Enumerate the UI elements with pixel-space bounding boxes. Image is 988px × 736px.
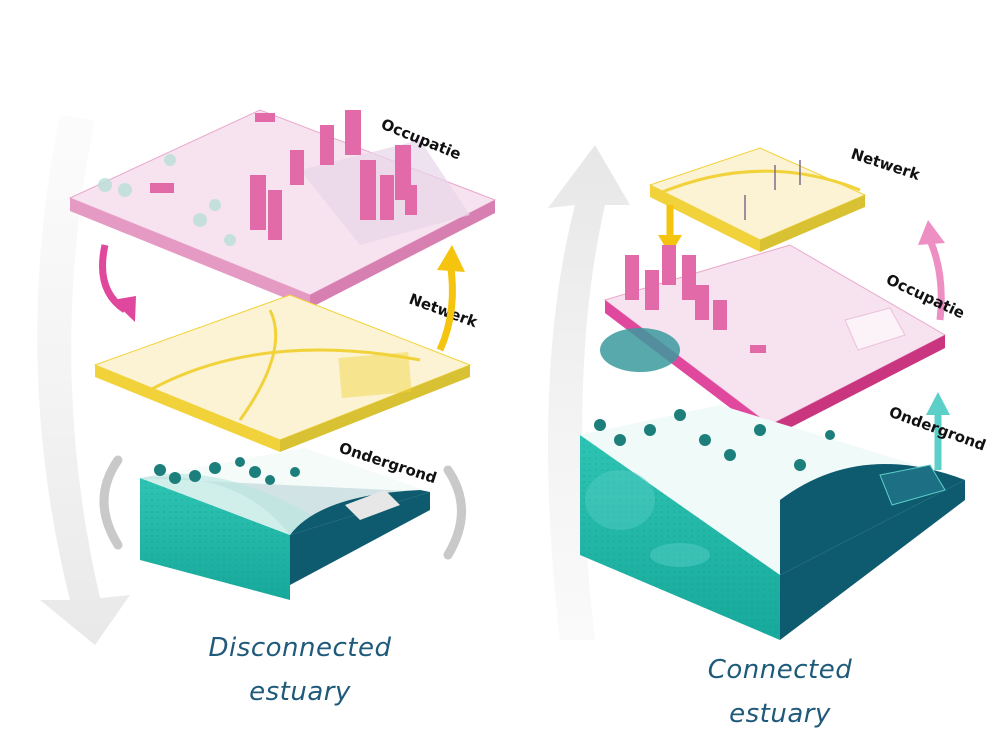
bracket-left [99, 455, 123, 550]
occupatie-layer-right [600, 244, 947, 438]
cycle-arrow-left [37, 115, 130, 645]
bracket-right [443, 465, 466, 560]
arrow-occupatie-to-netwerk-right [926, 238, 945, 321]
cycle-arrow-right [548, 145, 630, 640]
water-body-right [600, 328, 680, 372]
caption-left-line2: estuary [249, 677, 351, 707]
label-netwerk-right: Netwerk [849, 145, 923, 184]
occupatie-layer-left [68, 109, 497, 308]
ondergrond-layer-right [580, 405, 965, 640]
caption-left: Disconnected estuary [165, 626, 435, 714]
netwerk-layer-left [93, 294, 472, 452]
left-diagram: Occupatie Netwerk [37, 109, 497, 645]
caption-right-line1: Connected [707, 655, 853, 685]
arrow-netwerk-to-occupatie [436, 261, 456, 352]
right-diagram: Netwerk Occupatie [548, 145, 988, 640]
caption-right-line2: estuary [729, 699, 831, 729]
ondergrond-layer-left [140, 448, 430, 600]
label-netwerk-left: Netwerk [407, 290, 481, 332]
caption-right: Connected estuary [640, 648, 920, 736]
caption-left-line1: Disconnected [208, 633, 392, 663]
netwerk-layer-right [648, 147, 867, 252]
